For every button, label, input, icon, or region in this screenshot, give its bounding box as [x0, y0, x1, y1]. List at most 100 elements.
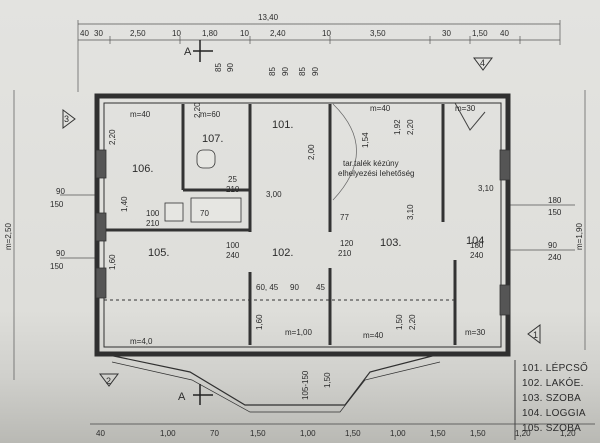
dim: 1,50	[323, 372, 332, 388]
legend-item: 104. LOGGIA	[522, 408, 586, 419]
top-dim: 10	[172, 29, 181, 38]
top-dim: 40	[500, 29, 509, 38]
legend-item: 102. LAKÓE.	[522, 376, 584, 389]
dim: 2,20	[108, 129, 117, 145]
interior-dims: m=40 m=60 m=40 m=30 m=4,0 m=1,00 m=40 m=…	[108, 102, 494, 400]
top-dim: 30	[442, 29, 451, 38]
dim: 180	[470, 241, 484, 250]
dim: 2,20	[406, 119, 415, 135]
col-dim: 85	[298, 67, 307, 76]
bottom-dim: 1,50	[345, 429, 361, 438]
left-dim: 90	[56, 187, 65, 196]
col-dim: 85	[268, 67, 277, 76]
room-101: 101.	[272, 119, 293, 131]
col-dim: 90	[311, 67, 320, 76]
top-dim: 10	[240, 29, 249, 38]
dim: 105-150	[301, 370, 310, 400]
bottom-dim: 1,20	[560, 429, 576, 438]
door-swing	[332, 103, 357, 201]
bottom-dim: 1,20	[515, 429, 531, 438]
col-dim: 85	[214, 63, 223, 72]
left-dim: 150	[50, 200, 64, 209]
dim: 210	[226, 185, 240, 194]
bottom-dim: 70	[210, 429, 219, 438]
bottom-dim: 1,50	[250, 429, 266, 438]
legend-item: 105. SZOBA	[522, 423, 581, 434]
fixtures	[95, 149, 511, 316]
dim: 3,10	[406, 204, 415, 220]
dim: 210	[146, 219, 160, 228]
dim: 2,00	[307, 144, 316, 160]
col-dim: 90	[281, 67, 290, 76]
dim: 3,10	[478, 184, 494, 193]
dim: 70	[200, 209, 209, 218]
right-dim: 240	[548, 253, 562, 262]
dim: 2,20	[193, 102, 202, 118]
right-total-dim: m=1,90	[575, 223, 584, 250]
top-dim: 2,40	[270, 29, 286, 38]
dim: m=60	[200, 110, 221, 119]
right-dim: 180	[548, 196, 562, 205]
dim: 1,92	[393, 119, 402, 135]
column-dims: 85 90 85 90 85 90	[214, 63, 320, 76]
col-dim: 90	[226, 63, 235, 72]
dim: m=30	[455, 104, 476, 113]
dim: 1,60	[255, 314, 264, 330]
room-legend: 101. LÉPCSŐ 102. LAKÓE. 103. SZOBA 104. …	[522, 360, 588, 434]
dim: m=30	[465, 328, 486, 337]
dim: 1,40	[120, 196, 129, 212]
bottom-dim: 1,50	[470, 429, 486, 438]
top-total-dim: 13,40	[258, 13, 279, 22]
dim: 25	[228, 175, 237, 184]
room-102: 102.	[272, 247, 293, 259]
right-dimension-lines	[510, 90, 586, 350]
dim: 1,50	[395, 314, 404, 330]
legend-item: 101. LÉPCSŐ	[522, 360, 588, 374]
dim: 90	[290, 283, 299, 292]
axis-markers	[62, 57, 541, 387]
dim: m=1,00	[285, 328, 312, 337]
bottom-dim: 1,50	[430, 429, 446, 438]
dim: 120	[340, 239, 354, 248]
bottom-dim: 1,00	[160, 429, 176, 438]
right-dim: 90	[548, 241, 557, 250]
bottom-dim-row: 40 1,00 70 1,50 1,00 1,50 1,00 1,50 1,50…	[96, 429, 576, 438]
dim: 1,54	[361, 132, 370, 148]
room-104: 104	[466, 235, 484, 247]
room-106: 106.	[132, 163, 153, 175]
top-dim-row: 40 30 2,50 10 1,80 10 2,40 10 3,50 30 1,…	[80, 29, 509, 38]
interior-walls	[104, 104, 457, 345]
section-mark-label: A	[184, 46, 192, 58]
left-dimension-lines	[13, 90, 98, 380]
dim: m=40	[130, 110, 151, 119]
dim: 240	[226, 251, 240, 260]
axis-label: 4	[480, 58, 485, 68]
dim: 240	[470, 251, 484, 260]
dim: 60, 45	[256, 283, 279, 292]
top-dimension-lines	[77, 20, 561, 92]
room-103: 103.	[380, 237, 401, 249]
dim: 77	[340, 213, 349, 222]
top-dim: 1,50	[472, 29, 488, 38]
axis-label: 1	[533, 330, 538, 340]
dim: 100	[226, 241, 240, 250]
stair-note-line2: elhelyezési lehetőség	[338, 169, 415, 178]
section-markers	[193, 40, 213, 405]
dim: 1,60	[108, 254, 117, 270]
room-107: 107.	[202, 133, 223, 145]
top-dim: 1,80	[202, 29, 218, 38]
dim: m=40	[370, 104, 391, 113]
dim: 2,20	[408, 314, 417, 330]
top-dim: 40	[80, 29, 89, 38]
dim: 100	[146, 209, 160, 218]
section-mark-label: A	[178, 391, 186, 403]
dim: 3,00	[266, 190, 282, 199]
dim: 210	[338, 249, 352, 258]
top-dim: 30	[94, 29, 103, 38]
bottom-dim: 40	[96, 429, 105, 438]
top-dim: 3,50	[370, 29, 386, 38]
bottom-dim: 1,00	[300, 429, 316, 438]
legend-item: 103. SZOBA	[522, 393, 581, 404]
